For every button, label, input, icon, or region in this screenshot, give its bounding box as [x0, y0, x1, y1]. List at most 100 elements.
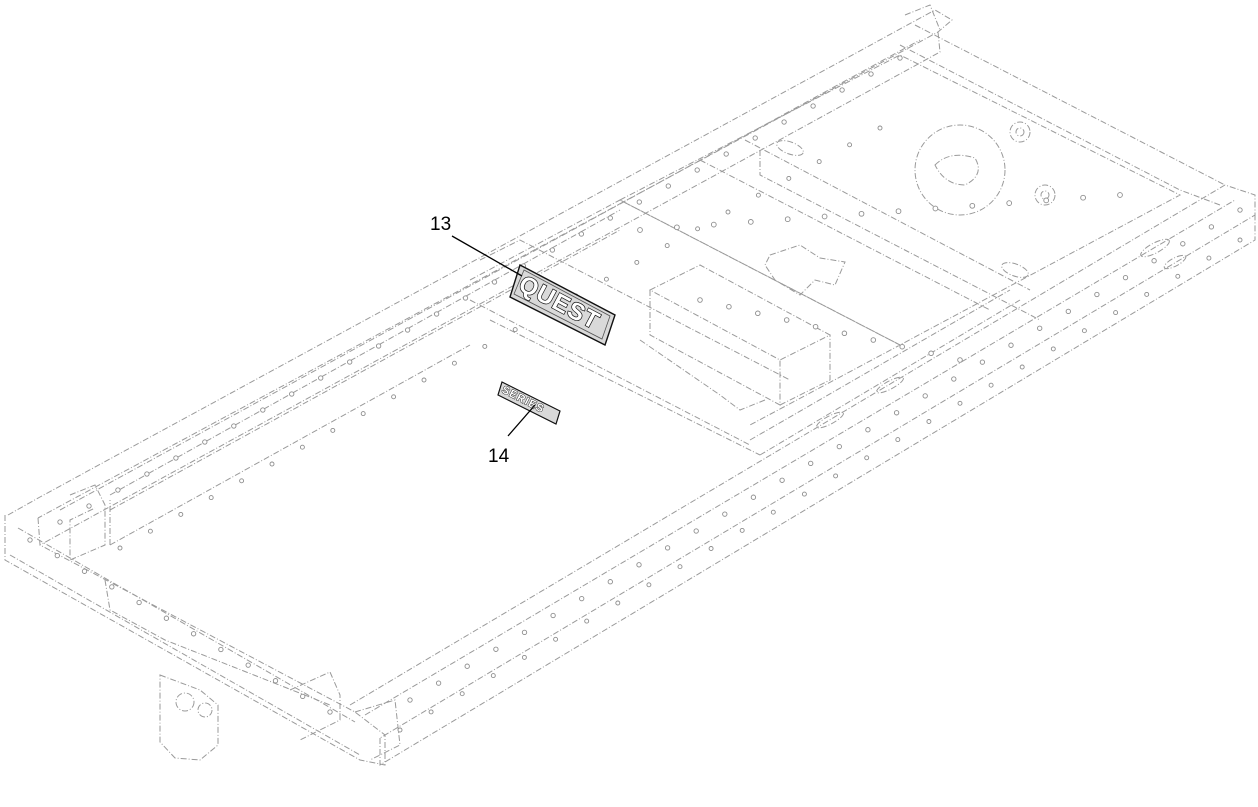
bolt-hole: [693, 528, 699, 534]
bolt-hole: [694, 167, 700, 173]
bolt-hole: [260, 407, 266, 413]
bolt-hole: [697, 297, 703, 303]
bolt-hole: [951, 376, 957, 382]
bolt-hole: [755, 192, 761, 198]
bolt-hole: [957, 400, 963, 406]
bolt-hole: [739, 527, 745, 533]
bolt-hole: [1080, 194, 1086, 201]
bolt-hole: [922, 393, 928, 399]
bolt-hole: [218, 646, 224, 653]
bolt-hole: [404, 327, 411, 333]
bolt-hole: [1081, 328, 1087, 334]
bolt-hole: [607, 215, 613, 221]
bolt-hole: [360, 411, 366, 417]
bolt-hole: [988, 382, 994, 388]
bolt-hole: [397, 727, 403, 733]
bolt-hole: [178, 511, 184, 517]
bolt-hole: [115, 487, 121, 493]
bolt-hole: [836, 443, 842, 450]
bolt-hole: [1175, 273, 1181, 279]
bolt-hole: [895, 437, 901, 443]
decal-quest: QUEST: [509, 263, 616, 346]
bolt-hole: [81, 568, 88, 574]
bolt-hole: [1065, 308, 1071, 315]
bolt-hole: [1206, 255, 1212, 261]
bolt-hole: [1117, 192, 1123, 198]
bolt-hole: [723, 151, 729, 157]
bolt-hole: [330, 427, 336, 433]
bolt-hole: [1113, 310, 1119, 316]
bolt-hole: [808, 460, 814, 467]
bolt-hole: [957, 357, 963, 363]
bolt-hole: [833, 473, 839, 479]
bolt-hole: [868, 71, 874, 77]
bolt-hole: [677, 564, 683, 570]
bolt-hole: [272, 678, 279, 684]
bolt-hole: [783, 317, 790, 323]
bolt-hole: [493, 646, 499, 652]
bolt-hole: [864, 455, 870, 461]
bolt-hole: [579, 595, 585, 602]
bolt-hole: [173, 455, 179, 461]
bolt-hole: [899, 343, 905, 350]
bolt-hole: [521, 629, 528, 636]
bolt-hole: [781, 119, 787, 125]
bolt-hole: [708, 546, 714, 551]
bolt-hole: [231, 423, 237, 429]
decal-series: SERIES: [497, 381, 561, 425]
bolt-hole: [893, 410, 900, 416]
bolt-hole: [435, 680, 442, 686]
callout-14: 14: [488, 404, 536, 467]
bolt-hole: [607, 579, 613, 585]
bolt-hole: [1008, 342, 1014, 348]
bolt-hole: [725, 209, 731, 215]
bolt-hole: [375, 343, 382, 349]
bolt-hole: [801, 491, 807, 497]
bolt-hole: [870, 337, 877, 343]
bolt-hole: [634, 259, 640, 265]
bolt-hole: [877, 125, 883, 131]
bolt-hole: [747, 219, 754, 225]
bolt-hole: [636, 562, 642, 568]
bolt-hole: [299, 444, 305, 450]
bolt-hole: [86, 503, 92, 509]
bolt-hole: [722, 511, 728, 517]
bolt-hole: [637, 227, 643, 233]
bolt-hole: [755, 310, 761, 317]
bolt-hole: [245, 662, 251, 668]
bolt-hole: [865, 427, 871, 433]
bolt-hole: [482, 343, 488, 349]
bolt-hole: [841, 330, 848, 337]
bolt-hole: [812, 323, 819, 330]
bolt-hole: [136, 599, 142, 606]
bolt-hole: [932, 205, 939, 212]
bolt-hole: [816, 159, 822, 165]
bolt-hole: [726, 303, 732, 310]
bolt-hole: [784, 216, 791, 223]
callout-13-leader: [451, 235, 523, 277]
bolt-hole: [1043, 197, 1050, 204]
bolt-hole: [1151, 258, 1157, 264]
bolt-hole: [603, 276, 609, 282]
bolt-hole: [674, 224, 680, 231]
bolt-hole: [584, 618, 590, 624]
bolt-hole: [1144, 291, 1150, 297]
bolt-hole: [779, 477, 785, 483]
bolt-hole: [327, 709, 333, 715]
bolt-hole: [464, 663, 470, 669]
bolt-hole: [897, 55, 903, 61]
bolt-hole: [109, 584, 115, 590]
callout-14-leader: [507, 404, 536, 437]
bolt-hole: [208, 495, 214, 501]
bolt-hole: [428, 709, 434, 715]
bolt-hole: [300, 693, 306, 700]
bolt-hole: [549, 247, 556, 253]
bolt-hole: [521, 654, 527, 660]
bolt-hole: [421, 377, 427, 383]
bolt-hole: [1237, 237, 1243, 243]
bolt-hole: [979, 359, 986, 365]
bolt-hole: [750, 494, 757, 500]
bolt-hole: [459, 691, 465, 697]
bolt-hole: [847, 142, 853, 148]
bolt-hole: [190, 631, 197, 637]
